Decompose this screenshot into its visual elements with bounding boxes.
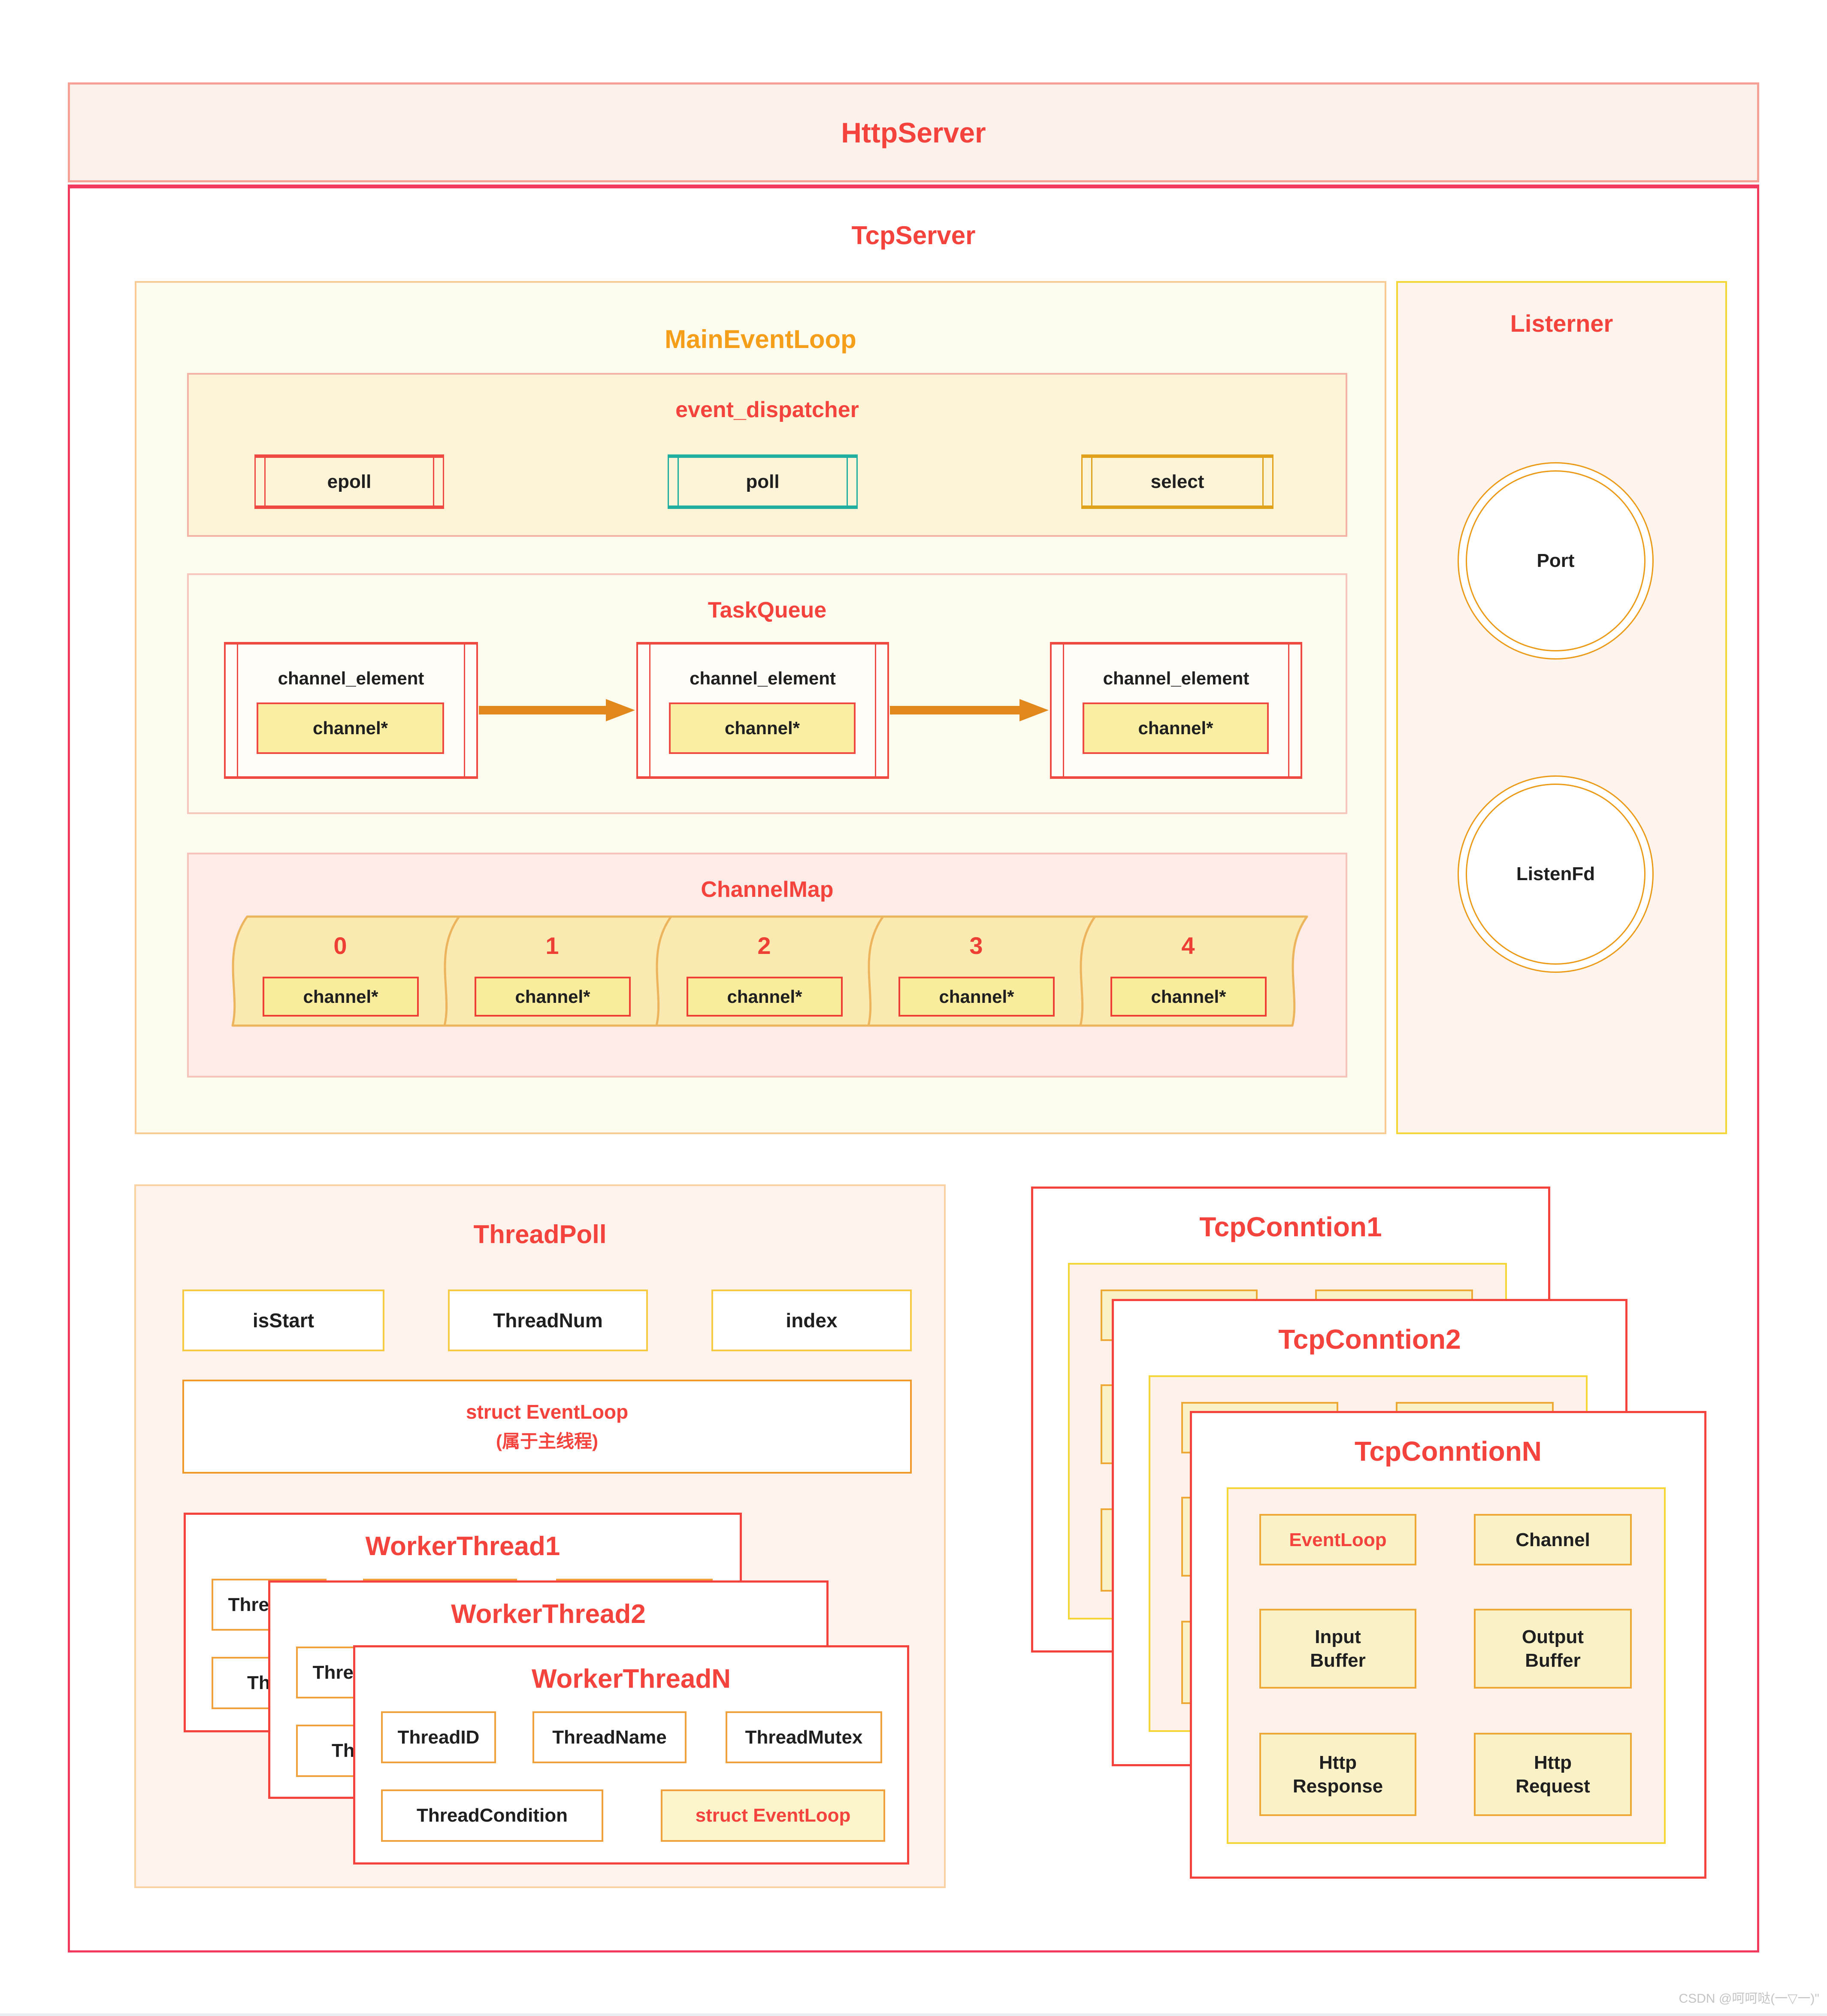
http-request-label2: Request	[1515, 1776, 1590, 1797]
queue-arrow-icon	[890, 699, 1049, 721]
channel-box: Channel	[1474, 1514, 1632, 1565]
main-event-loop-title: MainEventLoop	[665, 325, 856, 354]
httpserver-title: HttpServer	[841, 116, 986, 148]
task-queue-title: TaskQueue	[708, 598, 827, 623]
task-queue-panel: TaskQueue channel_element channel* chann…	[187, 573, 1347, 814]
main-event-loop-frame: MainEventLoop event_dispatcher epoll pol…	[135, 281, 1386, 1134]
event-dispatcher-panel: event_dispatcher epoll poll select	[187, 373, 1347, 537]
threadid-box: ThreadID	[381, 1711, 496, 1763]
listenfd-circle: ListenFd	[1458, 775, 1654, 973]
input-buffer-label: Input	[1315, 1626, 1361, 1647]
output-buffer-label2: Buffer	[1525, 1650, 1581, 1671]
port-circle: Port	[1458, 462, 1654, 660]
isstart-box: isStart	[182, 1290, 384, 1351]
channel-element-label: channel_element	[1103, 668, 1249, 688]
index-box: index	[711, 1290, 912, 1351]
main-eventloop-struct-box: struct EventLoop (属于主线程)	[182, 1380, 912, 1474]
threadnum-box: ThreadNum	[448, 1290, 648, 1351]
select-box: select	[1081, 454, 1273, 509]
listener-title: Listerner	[1510, 310, 1613, 337]
map-channel-pointer: channel*	[263, 977, 419, 1017]
worker-thread-1-title: WorkerThread1	[365, 1532, 560, 1561]
belongs-main-thread-label: (属于主线程)	[496, 1431, 598, 1451]
channel-map-title: ChannelMap	[701, 877, 834, 902]
channel-pointer: channel*	[1083, 702, 1269, 754]
httpserver-frame: HttpServer	[68, 82, 1759, 182]
map-index-2: 2	[757, 932, 771, 959]
worker-thread-n-card: WorkerThreadN ThreadID ThreadName Thread…	[353, 1645, 909, 1865]
map-index-3: 3	[969, 932, 983, 959]
tcpserver-title: TcpServer	[851, 221, 976, 250]
http-response-label: Http	[1319, 1752, 1357, 1773]
threadname-box: ThreadName	[532, 1711, 687, 1763]
epoll-box: epoll	[254, 454, 444, 509]
struct-eventloop-label: struct EventLoop	[466, 1401, 629, 1423]
channel-pointer: channel*	[257, 702, 444, 754]
channel-element-label: channel_element	[690, 668, 836, 688]
channel-label: Channel	[1515, 1529, 1590, 1550]
map-index-0: 0	[333, 932, 347, 959]
worker-thread-n-title: WorkerThreadN	[532, 1664, 731, 1694]
tcp-connection-1-title: TcpConntion1	[1199, 1211, 1382, 1242]
output-buffer-label: Output	[1521, 1626, 1584, 1647]
port-label: Port	[1466, 470, 1646, 651]
http-response-label2: Response	[1292, 1776, 1383, 1797]
listener-frame: Listerner Port ListenFd	[1396, 281, 1727, 1134]
eventloop-label: EventLoop	[1289, 1529, 1387, 1550]
channel-element-label: channel_element	[278, 668, 424, 688]
map-channel-pointer: channel*	[475, 977, 631, 1017]
input-buffer-label2: Buffer	[1310, 1650, 1366, 1671]
channel-map-panel: ChannelMap 0 1 2 3 4 channel* channel* c…	[187, 853, 1347, 1078]
channel-element-2: channel_element channel*	[636, 642, 889, 779]
worker-thread-2-title: WorkerThread2	[451, 1599, 646, 1629]
bottom-divider	[0, 2013, 1827, 2016]
worker-struct-eventloop-box: struct EventLoop	[661, 1789, 885, 1842]
eventloop-box: EventLoop	[1259, 1514, 1416, 1565]
map-channel-pointer: channel*	[898, 977, 1055, 1017]
threadmutex-box: ThreadMutex	[726, 1711, 882, 1763]
map-index-4: 4	[1181, 932, 1195, 959]
queue-arrow-icon	[479, 699, 635, 721]
map-channel-pointer: channel*	[687, 977, 843, 1017]
event-dispatcher-title: event_dispatcher	[675, 397, 859, 422]
channel-element-1: channel_element channel*	[224, 642, 478, 779]
thread-pool-frame: ThreadPoll isStart ThreadNum index struc…	[134, 1184, 946, 1888]
listenfd-label: ListenFd	[1466, 784, 1646, 965]
map-channel-pointer: channel*	[1110, 977, 1267, 1017]
map-index-1: 1	[545, 932, 559, 959]
poll-box: poll	[668, 454, 858, 509]
threadcondition-box: ThreadCondition	[381, 1789, 603, 1842]
thread-pool-title: ThreadPoll	[473, 1220, 607, 1249]
csdn-watermark: CSDN @呵呵哒(一▽一)"	[1679, 1992, 1820, 2006]
channel-element-3: channel_element channel*	[1050, 642, 1302, 779]
tcp-connection-2-title: TcpConntion2	[1278, 1324, 1461, 1355]
tcp-connection-n-title: TcpConntionN	[1354, 1436, 1542, 1467]
http-request-label: Http	[1534, 1752, 1572, 1773]
channel-pointer: channel*	[669, 702, 856, 754]
